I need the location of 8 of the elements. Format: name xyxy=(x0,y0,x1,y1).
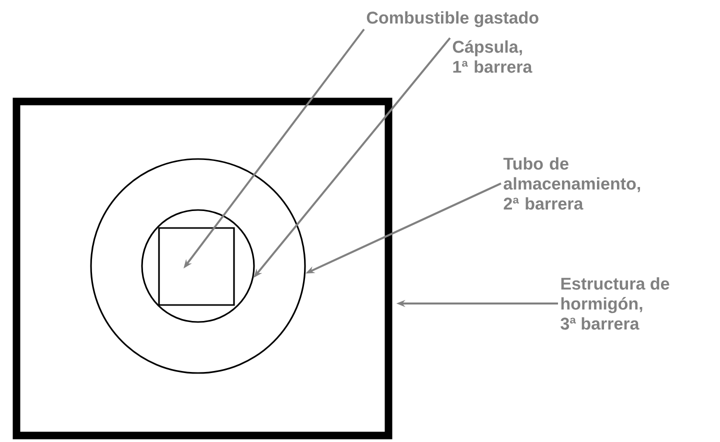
callout-text: Combustible gastado xyxy=(366,11,538,28)
inner-circle xyxy=(141,209,255,323)
outer-circle xyxy=(90,158,306,374)
callout-text: Estructura de hormigón, 3ª barrera xyxy=(560,277,670,330)
callout-text: Tubo de almacenamiento, 2ª barrera xyxy=(503,157,640,210)
inner-square xyxy=(158,227,235,306)
square-frame xyxy=(12,98,392,440)
callout-text: Cápsula, 1ª barrera xyxy=(452,40,532,73)
